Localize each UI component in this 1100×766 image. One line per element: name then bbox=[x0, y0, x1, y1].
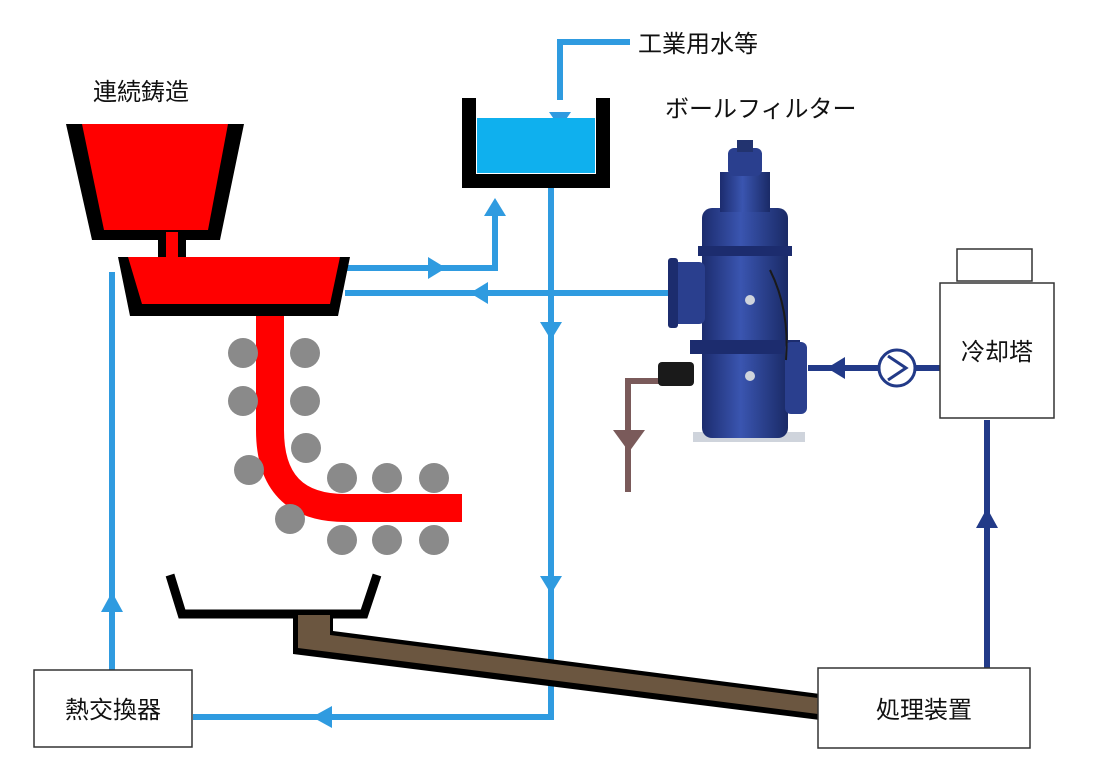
heat-exchanger-box bbox=[33, 669, 193, 748]
drain-pipe bbox=[613, 378, 668, 492]
arrow-down-mid bbox=[540, 322, 562, 340]
label-ball-filter: ボールフィルター bbox=[665, 95, 857, 123]
arrow-up-into-tank bbox=[484, 198, 506, 216]
ball-filter-unit bbox=[658, 140, 807, 442]
water-tank bbox=[462, 98, 610, 188]
arrow-up-heat-exchanger bbox=[101, 592, 123, 612]
collection-pit bbox=[165, 573, 382, 619]
pump-icon bbox=[877, 348, 917, 388]
label-continuous-casting: 連続鋳造 bbox=[93, 78, 189, 106]
arrow-up-cooling-line bbox=[976, 508, 998, 528]
arrow-left-bottom-line bbox=[312, 706, 332, 728]
label-heat-exchanger: 熱交換器 bbox=[65, 696, 161, 724]
industrial-water-supply-line bbox=[557, 39, 630, 100]
arrow-left-return-line bbox=[470, 282, 488, 304]
arrow-right-tundish-line bbox=[428, 257, 446, 279]
tundish bbox=[118, 257, 350, 316]
arrow-down-low bbox=[540, 576, 562, 594]
guide-rollers bbox=[228, 338, 449, 555]
label-industrial-water: 工業用水等 bbox=[638, 30, 758, 58]
sludge-pipe bbox=[293, 613, 820, 720]
ladle bbox=[66, 124, 244, 272]
tundish-to-tank-line bbox=[345, 205, 498, 271]
arrow-left-cooling-line bbox=[827, 357, 845, 379]
label-treatment-device: 処理装置 bbox=[876, 696, 972, 724]
cooling-tower bbox=[939, 248, 1055, 419]
label-cooling-tower: 冷却塔 bbox=[961, 338, 1033, 366]
molten-steel-strand bbox=[256, 305, 462, 522]
treatment-device-box bbox=[817, 667, 1031, 749]
